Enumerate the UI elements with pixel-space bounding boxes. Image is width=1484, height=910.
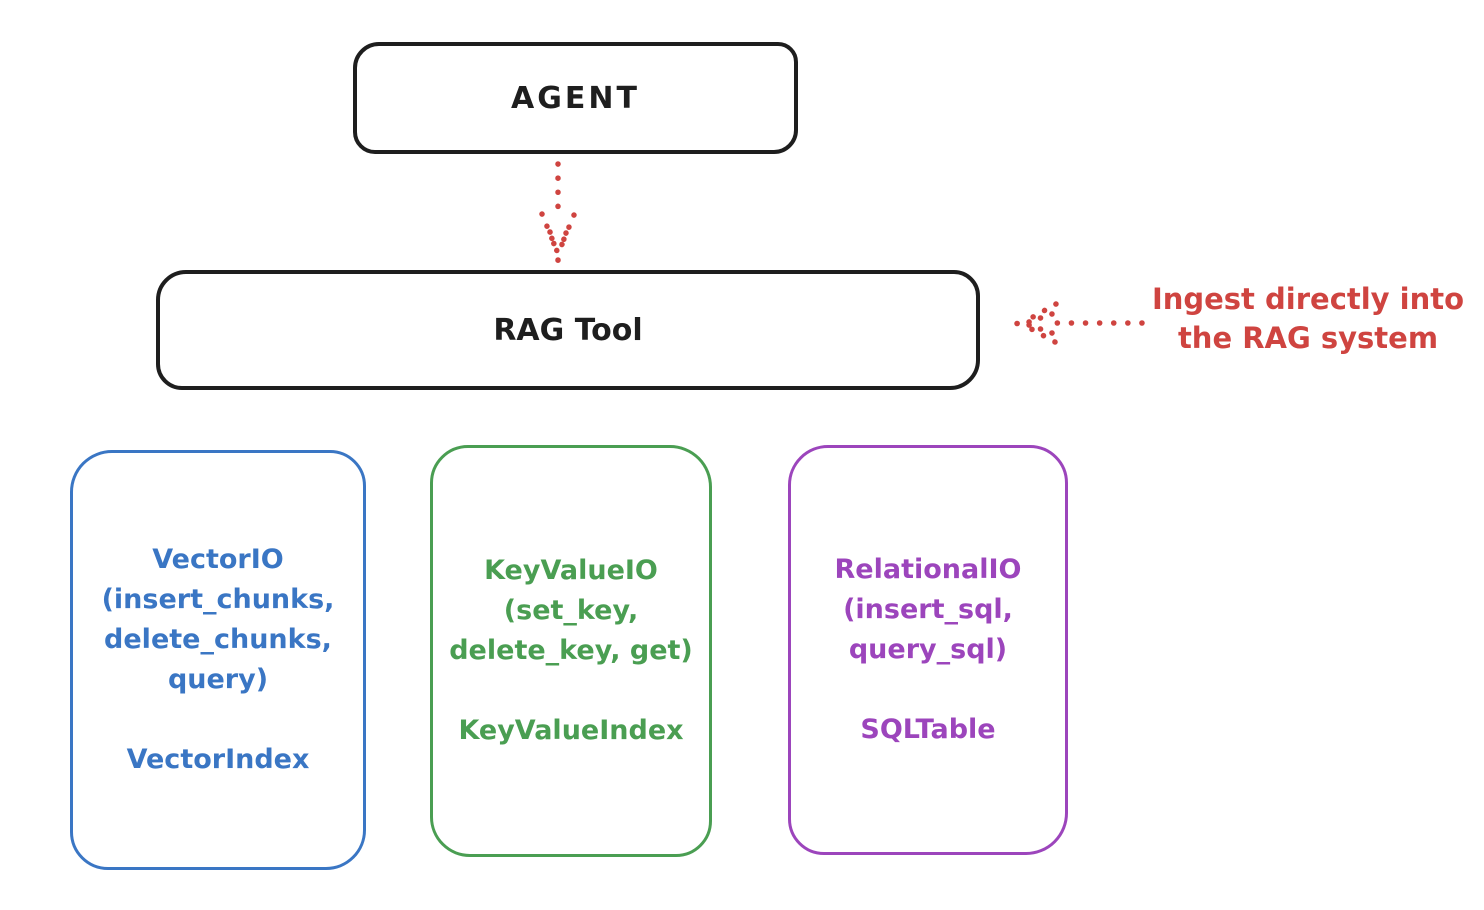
agent-node: AGENT — [353, 42, 798, 154]
agent-label: AGENT — [511, 80, 640, 116]
vector-io-box: VectorIO (insert_chunks, delete_chunks, … — [70, 450, 366, 870]
agent-to-ragtool-arrow — [539, 161, 577, 263]
vector-io-methods-line2: delete_chunks, — [104, 624, 332, 655]
relational-io-box: RelationalIO (insert_sql, query_sql) SQL… — [788, 445, 1068, 855]
sql-table-label: SQLTable — [860, 714, 996, 745]
keyvalue-io-methods-line1: (set_key, — [503, 595, 639, 626]
keyvalue-index-label: KeyValueIndex — [458, 715, 684, 746]
keyvalue-io-box: KeyValueIO (set_key, delete_key, get) Ke… — [430, 445, 712, 857]
annotation-to-ragtool-arrow — [1014, 301, 1145, 345]
ingest-annotation-line2: the RAG system — [1177, 321, 1439, 355]
rag-tool-label: RAG Tool — [493, 312, 643, 348]
vector-io-methods-line1: (insert_chunks, — [101, 584, 335, 615]
vector-io-title: VectorIO — [152, 544, 284, 575]
vector-io-methods-line3: query) — [167, 664, 269, 695]
arrowhead-inner-left — [547, 229, 559, 253]
rag-tool-node: RAG Tool — [156, 270, 980, 390]
arrowhead-inner-bottom — [1023, 321, 1055, 336]
ingest-annotation: Ingest directly into the RAG system — [1140, 280, 1476, 358]
keyvalue-io-methods-line2: delete_key, get) — [449, 635, 693, 666]
keyvalue-io-title: KeyValueIO — [484, 555, 658, 586]
ingest-annotation-line1: Ingest directly into — [1151, 282, 1465, 316]
relational-io-methods-line1: (insert_sql, — [843, 594, 1013, 625]
arrowhead-inner-top — [1023, 311, 1055, 326]
relational-io-methods-line2: query_sql) — [848, 634, 1008, 665]
relational-io-title: RelationalIO — [834, 554, 1022, 585]
vector-index-label: VectorIndex — [126, 744, 310, 775]
